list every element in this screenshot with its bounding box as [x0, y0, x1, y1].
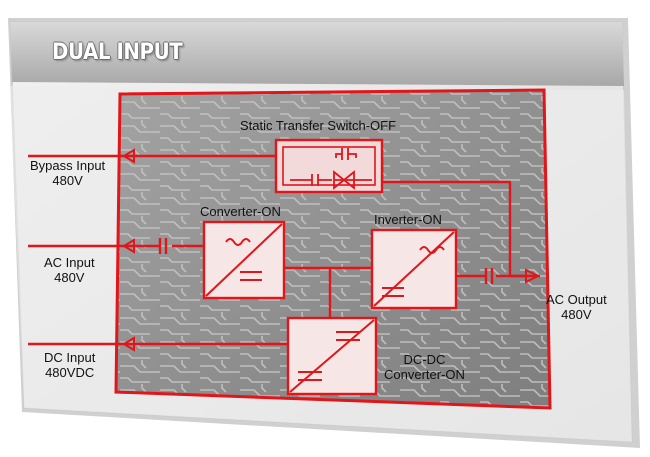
ac-output-voltage: 480V	[561, 307, 592, 322]
dc-lines-icon	[336, 331, 360, 341]
sts-label: Static Transfer Switch-OFF	[240, 118, 397, 133]
dcdc-status: Converter-ON	[384, 367, 465, 382]
ac-input-label: AC Input 480V	[44, 255, 95, 285]
ac-wave-icon	[419, 246, 445, 254]
dc-input-label: DC Input 480VDC	[44, 350, 95, 380]
bypass-arrow-icon	[122, 148, 135, 164]
ac-output-label: AC Output 480V	[546, 292, 607, 322]
ac-input-voltage: 480V	[54, 270, 85, 285]
ac-wave-icon	[225, 238, 251, 246]
circuit-board	[114, 88, 552, 410]
sts-components-icon	[290, 148, 372, 190]
dcdc-converter-block	[286, 316, 378, 396]
dc-lines-icon	[382, 287, 404, 297]
ac-output-name: AC Output	[546, 292, 607, 307]
dc-input-arrow-icon	[122, 336, 135, 352]
static-transfer-switch	[274, 138, 384, 194]
arrow-markers	[122, 148, 541, 352]
dcdc-name: DC-DC	[403, 352, 446, 367]
inverter-label: Inverter-ON	[374, 212, 442, 227]
page-title: DUAL INPUT	[52, 40, 183, 65]
bypass-input-label: Bypass Input 480V	[30, 158, 105, 188]
dc-input-voltage: 480VDC	[45, 365, 95, 380]
ac-input-arrow-icon	[122, 238, 135, 254]
inverter-block	[370, 228, 458, 310]
dc-lines-icon	[298, 371, 322, 381]
converter-block	[202, 220, 286, 300]
dc-bus-line	[284, 266, 372, 318]
ac-input-name: AC Input	[44, 255, 95, 270]
ac-output-arrow-icon	[525, 268, 541, 284]
dcdc-label: DC-DC Converter-ON	[384, 352, 465, 382]
bypass-input-voltage: 480V	[52, 173, 83, 188]
converter-label: Converter-ON	[200, 204, 281, 219]
dc-lines-icon	[240, 271, 262, 281]
dc-input-name: DC Input	[44, 350, 96, 365]
bypass-input-name: Bypass Input	[30, 158, 106, 173]
